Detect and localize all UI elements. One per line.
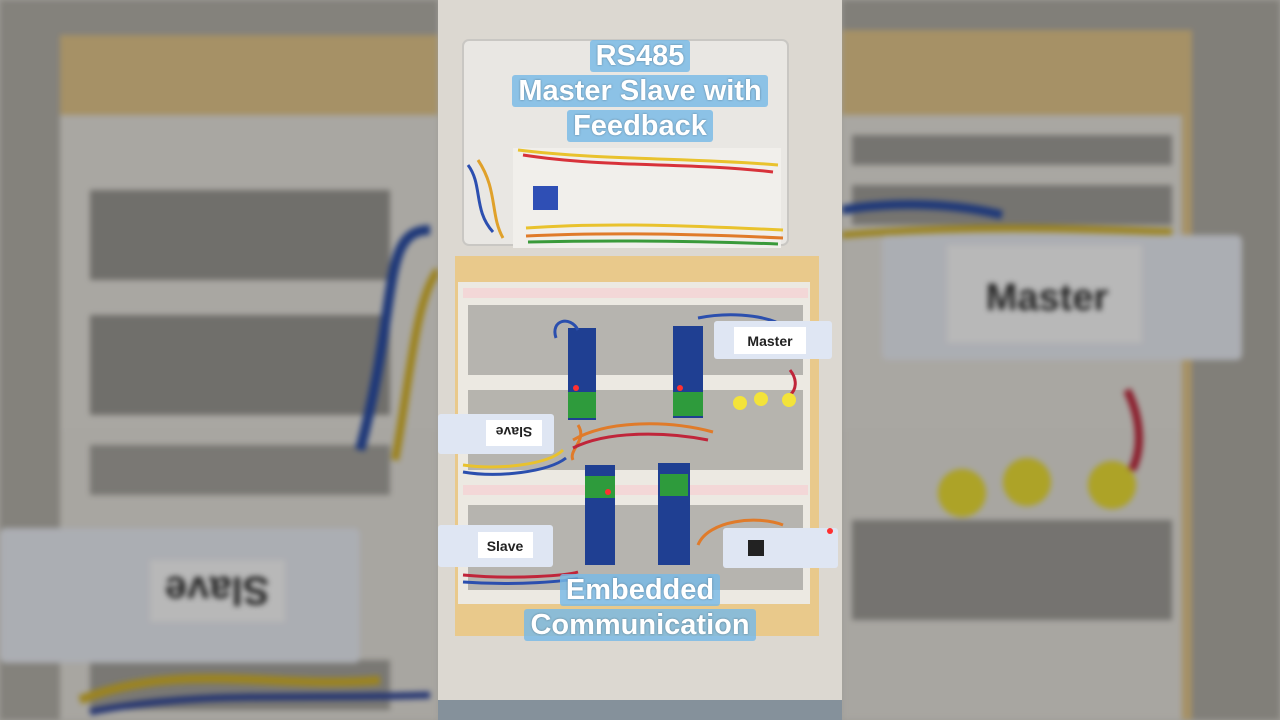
yellow-wire [78,673,381,705]
power-rail-top [463,288,808,298]
zoom-master-label-bg [947,245,1142,343]
blue-wire [842,200,1004,220]
slave-board-top: Slave [438,414,554,454]
caption-bottom-line2: Communication [524,609,756,641]
blue-wire [89,691,431,716]
left-blur-panel: Slave [0,0,438,720]
caption-top: RS485 Master Slave with Feedback [438,39,842,144]
jumper-wires [466,148,784,246]
rs485-module-top-right [673,326,703,418]
rs485-module-top-left [568,328,596,420]
nucleo-board [723,528,838,568]
zoom-slave-label: Slave [165,568,270,612]
slave-label-top: Slave [495,424,532,440]
zoom-leds [938,458,1136,517]
master-board: Master [714,321,832,359]
caption-bottom-line1: Embedded [559,574,721,606]
rs485-module-bottom-right [658,463,690,565]
power-rail-middle [463,485,808,495]
caption-bottom: Embedded Communication [438,573,842,643]
zoom-master-label: Master [986,277,1109,319]
header-pins [533,186,558,210]
caption-top-line1: RS485 [589,40,691,72]
right-blur-panel: Master [842,0,1280,720]
rs485-module-bottom-left [585,465,615,565]
blue-wire [355,225,431,452]
caption-top-line3: Feedback [567,110,713,142]
breadboard-holes [90,190,390,710]
feedback-leds [733,392,796,410]
right-blur-scene: Master [842,30,1242,720]
breadboard-holes [852,135,1172,620]
center-photo: Master Slave Slave RS485 Master S [438,0,842,720]
yellow-wire [391,267,438,461]
bottom-shadow [438,700,842,720]
caption-top-line2: Master Slave with [512,75,768,107]
red-wire [1123,388,1143,472]
slave-label-bottom: Slave [487,538,524,554]
yellow-wire [842,224,1173,239]
left-blur-scene: Slave [0,35,438,720]
master-label: Master [747,333,793,349]
zoom-slave-label-bg [150,560,285,622]
slave-board-bottom: Slave [438,525,553,567]
